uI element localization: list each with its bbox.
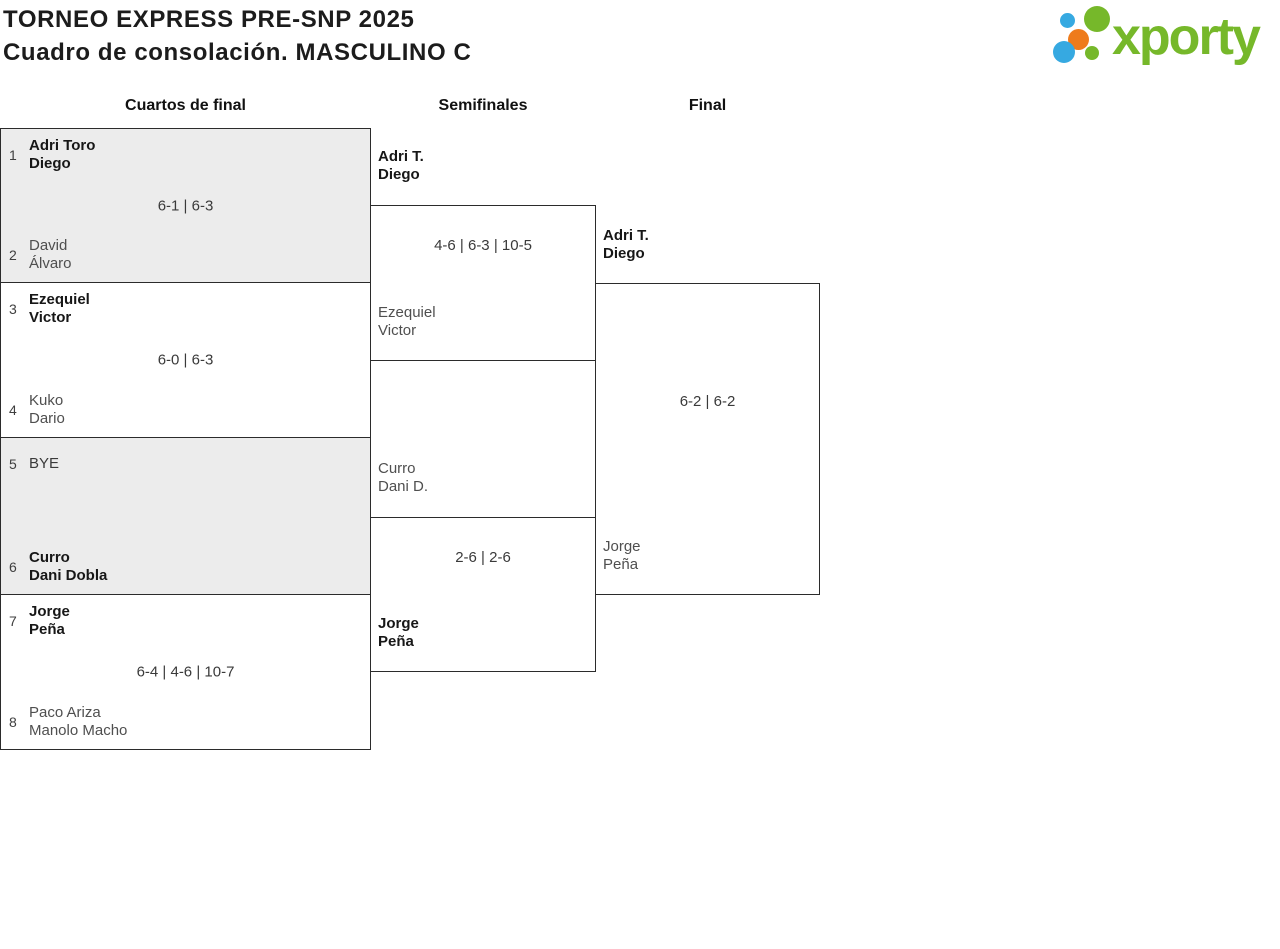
seed-number: 8	[9, 714, 17, 730]
team-entry-qf1-b: 2 David Álvaro	[9, 237, 72, 273]
match-sf2	[370, 517, 596, 672]
logo-dot-blue-big-icon	[1053, 41, 1075, 63]
match-qf3: 5 BYE 6 Curro Dani Dobla	[0, 437, 371, 595]
logo-dot-blue-small-icon	[1060, 13, 1075, 28]
match-score: 6-1 | 6-3	[157, 197, 214, 214]
team-entry-final-a: Adri T. Diego	[603, 227, 649, 262]
team-names: Ezequiel Victor	[29, 291, 90, 326]
bracket-subtitle: Cuadro de consolación. MASCULINO C	[3, 39, 472, 66]
xporty-logo[interactable]: xporty	[1050, 0, 1280, 72]
match-qf4: 7 Jorge Peña 6-4 | 4-6 | 10-7 8 Paco Ari…	[0, 594, 371, 750]
seed-number: 5	[9, 456, 17, 472]
match-score: 6-4 | 4-6 | 10-7	[136, 663, 235, 681]
team-entry-qf2-a: 3 Ezequiel Victor	[9, 291, 90, 327]
match-qf1: 1 Adri Toro Diego 6-1 | 6-3 2 David Álva…	[0, 128, 371, 283]
team-entry-final-b: Jorge Peña	[603, 538, 641, 573]
team-entry-qf3-b: 6 Curro Dani Dobla	[9, 549, 107, 585]
match-score-sf1: 4-6 | 6-3 | 10-5	[434, 237, 532, 254]
round-header-cuartos: Cuartos de final	[125, 97, 246, 114]
logo-wordmark: xporty	[1112, 8, 1261, 66]
team-names: Kuko Dario	[29, 392, 65, 427]
tournament-name: TORNEO EXPRESS PRE-SNP 2025	[3, 6, 415, 33]
team-entry-qf4-b: 8 Paco Ariza Manolo Macho	[9, 704, 127, 740]
team-entry-qf3-a: 5 BYE	[9, 455, 59, 473]
team-entry-sf2-b: Jorge Peña	[378, 615, 419, 650]
logo-dot-green-big-icon	[1084, 6, 1110, 32]
team-names: Paco Ariza Manolo Macho	[29, 704, 128, 739]
team-entry-sf2-a: Curro Dani D.	[378, 460, 429, 495]
match-score-sf2: 2-6 | 2-6	[455, 549, 511, 566]
seed-number: 2	[9, 247, 17, 263]
page-title: TORNEO EXPRESS PRE-SNP 2025 Cuadro de co…	[3, 3, 471, 69]
team-names: Adri Toro Diego	[29, 137, 96, 172]
team-entry-sf1-b: Ezequiel Victor	[378, 304, 436, 339]
round-header-final: Final	[688, 97, 727, 114]
seed-number: 6	[9, 559, 17, 575]
logo-dot-green-small-icon	[1085, 46, 1099, 60]
seed-number: 3	[9, 301, 17, 317]
team-entry-qf1-a: 1 Adri Toro Diego	[9, 137, 95, 173]
team-names: BYE	[29, 455, 60, 472]
seed-number: 4	[9, 402, 17, 418]
team-names: David Álvaro	[29, 237, 72, 272]
team-entry-sf1-a: Adri T. Diego	[378, 148, 424, 183]
seed-number: 7	[9, 613, 17, 629]
round-header-semifinales: Semifinales	[438, 97, 528, 114]
team-names: Jorge Peña	[29, 603, 70, 638]
team-names: Curro Dani Dobla	[29, 549, 108, 584]
team-entry-qf2-b: 4 Kuko Dario	[9, 392, 65, 428]
match-score-final: 6-2 | 6-2	[679, 393, 736, 410]
seed-number: 1	[9, 147, 17, 163]
match-score: 6-0 | 6-3	[157, 351, 214, 369]
match-qf2: 3 Ezequiel Victor 6-0 | 6-3 4 Kuko Dario	[0, 282, 371, 438]
match-final	[595, 283, 820, 595]
logo-dot-orange-icon	[1068, 29, 1089, 50]
team-entry-qf4-a: 7 Jorge Peña	[9, 603, 70, 639]
